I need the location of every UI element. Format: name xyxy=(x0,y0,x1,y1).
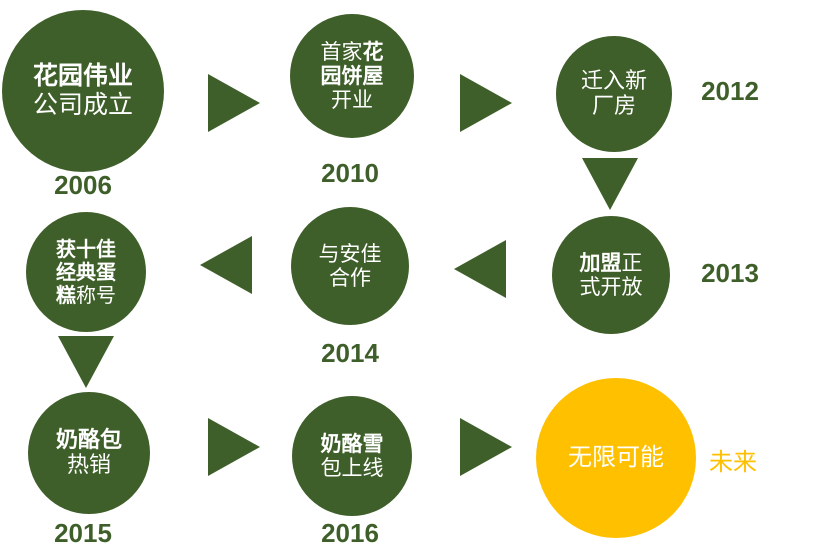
circle-text-line: 与安佳 xyxy=(319,242,382,266)
milestone-circle-7: 奶酪包热销 xyxy=(28,392,150,514)
circle-text: 奶酪雪 xyxy=(320,431,384,456)
circle-text: 开业 xyxy=(331,88,373,113)
circle-text-line: 获十佳 xyxy=(56,236,116,261)
circle-text-line: 热销 xyxy=(67,453,111,478)
milestone-circle-8: 奶酪雪包上线 xyxy=(292,396,412,516)
milestone-circle-4: 加盟正式开放 xyxy=(552,216,670,334)
circle-text-line: 合作 xyxy=(329,266,371,290)
circle-text: 糕 xyxy=(56,282,76,307)
milestone-circle-5: 与安佳合作 xyxy=(291,207,409,325)
circle-text-line: 首家花 xyxy=(321,40,384,64)
circle-text-line: 园饼屋 xyxy=(321,64,384,88)
milestone-circle-future: 无限可能 xyxy=(536,378,696,538)
circle-text-line: 开业 xyxy=(331,88,373,112)
circle-text: 奶酪包 xyxy=(55,427,122,453)
milestone-circle-1: 花园伟业公司成立 xyxy=(2,10,164,172)
circle-text: 称号 xyxy=(76,282,116,307)
circle-text: 首家 xyxy=(320,39,363,64)
circle-text: 迁入新 xyxy=(580,68,647,94)
circle-text-line: 奶酪雪 xyxy=(321,432,384,456)
circle-text: 正 xyxy=(621,250,643,275)
circle-text: 热销 xyxy=(66,453,111,478)
year-label-7: 2015 xyxy=(54,518,112,548)
circle-text-line: 包上线 xyxy=(321,456,384,480)
future-label: 未来 xyxy=(709,448,757,476)
circle-text-line: 无限可能 xyxy=(568,443,664,472)
circle-text-line: 厂房 xyxy=(592,94,636,119)
arrow-down-icon xyxy=(582,158,638,210)
circle-text: 加盟 xyxy=(579,250,622,275)
circle-text-line: 公司成立 xyxy=(32,90,133,120)
circle-text-line: 花园伟业 xyxy=(32,61,133,91)
circle-text-line: 经典蛋 xyxy=(56,259,116,284)
circle-text: 厂房 xyxy=(591,94,636,119)
arrow-right-icon xyxy=(460,74,512,132)
circle-text: 花 xyxy=(362,39,384,64)
year-label-1: 2006 xyxy=(54,170,112,200)
arrow-right-icon xyxy=(208,74,260,132)
milestone-circle-3: 迁入新厂房 xyxy=(556,36,672,152)
circle-text-line: 加盟正 xyxy=(580,251,643,275)
circle-text: 花园伟业 xyxy=(32,61,133,91)
year-label-5: 2014 xyxy=(321,338,379,368)
circle-text: 获十佳 xyxy=(56,236,116,261)
arrow-right-icon xyxy=(460,418,512,476)
circle-text: 无限可能 xyxy=(568,443,664,472)
circle-text: 合作 xyxy=(329,266,371,290)
arrow-right-icon xyxy=(208,418,260,476)
circle-text: 公司成立 xyxy=(32,90,133,119)
arrow-down-icon xyxy=(58,336,114,388)
circle-text: 式开放 xyxy=(579,275,643,299)
year-label-2: 2010 xyxy=(321,158,379,188)
milestone-circle-6: 获十佳经典蛋糕称号 xyxy=(26,212,146,332)
arrow-left-icon xyxy=(454,240,506,298)
circle-text-line: 奶酪包 xyxy=(56,428,122,453)
milestone-circle-2: 首家花园饼屋开业 xyxy=(290,14,414,138)
circle-text: 园饼屋 xyxy=(320,63,384,88)
year-label-8: 2016 xyxy=(321,518,379,548)
year-label-4: 2013 xyxy=(701,258,759,288)
circle-text: 与安佳 xyxy=(318,241,382,266)
circle-text-line: 糕称号 xyxy=(56,282,116,307)
circle-text-line: 式开放 xyxy=(580,275,643,299)
circle-text-line: 迁入新 xyxy=(581,69,647,94)
year-label-3: 2012 xyxy=(701,76,759,106)
circle-text: 经典蛋 xyxy=(56,259,116,284)
circle-text: 包上线 xyxy=(320,456,384,480)
arrow-left-icon xyxy=(200,236,252,294)
